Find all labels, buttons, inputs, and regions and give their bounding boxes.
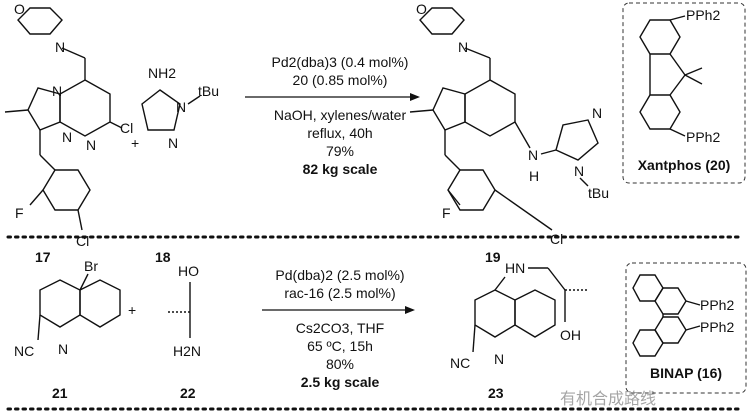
compound-label-22: 22 (180, 385, 196, 401)
atom-n: N (58, 341, 68, 357)
compound-label-23: 23 (488, 385, 504, 401)
atom-o: O (14, 1, 25, 17)
condition-yield: 80% (326, 356, 354, 372)
atom-n: N (55, 39, 65, 55)
atom-n: N (176, 99, 186, 115)
condition-scale: 82 kg scale (303, 161, 378, 177)
atom-o: O (416, 1, 427, 17)
compound-22: HO H2N 22 (168, 263, 201, 401)
atom-cl: Cl (550, 231, 563, 247)
condition-catalyst: Pd2(dba)3 (0.4 mol%) (272, 54, 409, 70)
atom-n: N (168, 135, 178, 151)
atom-oh: OH (560, 327, 581, 343)
atom-nc: NC (14, 343, 34, 359)
atom-h2n: H2N (173, 343, 201, 359)
atom-n-link: N (528, 147, 538, 163)
atom-tbu: tBu (588, 185, 609, 201)
condition-ligand: 20 (0.85 mol%) (293, 72, 388, 88)
compound-label-21: 21 (52, 385, 68, 401)
atom-n: N (592, 105, 602, 121)
condition-yield: 79% (326, 143, 354, 159)
atom-n1: N (52, 83, 62, 99)
xantphos-ligand-box: PPh2 PPh2 Xantphos (20) (622, 2, 746, 184)
ligand-name-xantphos: Xantphos (20) (638, 157, 731, 173)
condition-temp-time: reflux, 40h (307, 125, 372, 141)
atom-tbu: tBu (198, 83, 219, 99)
atom-cl: Cl (120, 120, 133, 136)
atom-hn: HN (505, 260, 525, 276)
compound-19: O N N H N N tBu F Cl 19 (409, 1, 609, 265)
condition-base-solvent: NaOH, xylenes/water (274, 107, 407, 123)
atom-br: Br (84, 258, 98, 274)
ligand-name-binap: BINAP (16) (650, 365, 722, 381)
condition-temp-time: 65 ºC, 15h (307, 338, 373, 354)
atom-pph2: PPh2 (686, 129, 720, 145)
atom-f: F (15, 205, 24, 221)
watermark-text: 有机合成路线 (560, 390, 656, 408)
atom-f: F (442, 205, 451, 221)
condition-base-solvent: Cs2CO3, THF (296, 320, 384, 336)
atom-nh2: NH2 (148, 65, 176, 81)
atom-h: H (529, 168, 539, 184)
compound-17: O N N N N Cl F Cl 17 (4, 1, 133, 265)
compound-label-18: 18 (155, 249, 171, 265)
atom-n2: N (62, 129, 72, 145)
condition-scale: 2.5 kg scale (301, 374, 380, 390)
atom-cl2: Cl (76, 233, 89, 249)
atom-n: N (574, 163, 584, 179)
atom-n: N (494, 351, 504, 367)
compound-21: Br NC N 21 (14, 258, 121, 401)
atom-n3: N (86, 137, 96, 153)
reaction-arrow-bottom: Pd(dba)2 (2.5 mol%) rac-16 (2.5 mol%) Cs… (262, 267, 415, 390)
atom-pph2: PPh2 (700, 297, 734, 313)
condition-catalyst: Pd(dba)2 (2.5 mol%) (275, 267, 404, 283)
atom-pph2: PPh2 (686, 7, 720, 23)
compound-23: HN OH NC N 23 (450, 260, 588, 401)
condition-ligand: rac-16 (2.5 mol%) (284, 285, 395, 301)
compound-label-19: 19 (485, 249, 501, 265)
plus-sign: + (131, 135, 139, 151)
compound-18: NH2 N tBu N 18 (141, 65, 219, 265)
compound-label-17: 17 (35, 249, 51, 265)
atom-n: N (458, 39, 468, 55)
plus-sign: + (128, 302, 136, 318)
reaction-arrow-top: Pd2(dba)3 (0.4 mol%) 20 (0.85 mol%) NaOH… (245, 54, 420, 177)
atom-ho: HO (178, 263, 199, 279)
binap-ligand-box: PPh2 PPh2 BINAP (16) (625, 262, 747, 394)
atom-nc: NC (450, 355, 470, 371)
atom-pph2: PPh2 (700, 319, 734, 335)
